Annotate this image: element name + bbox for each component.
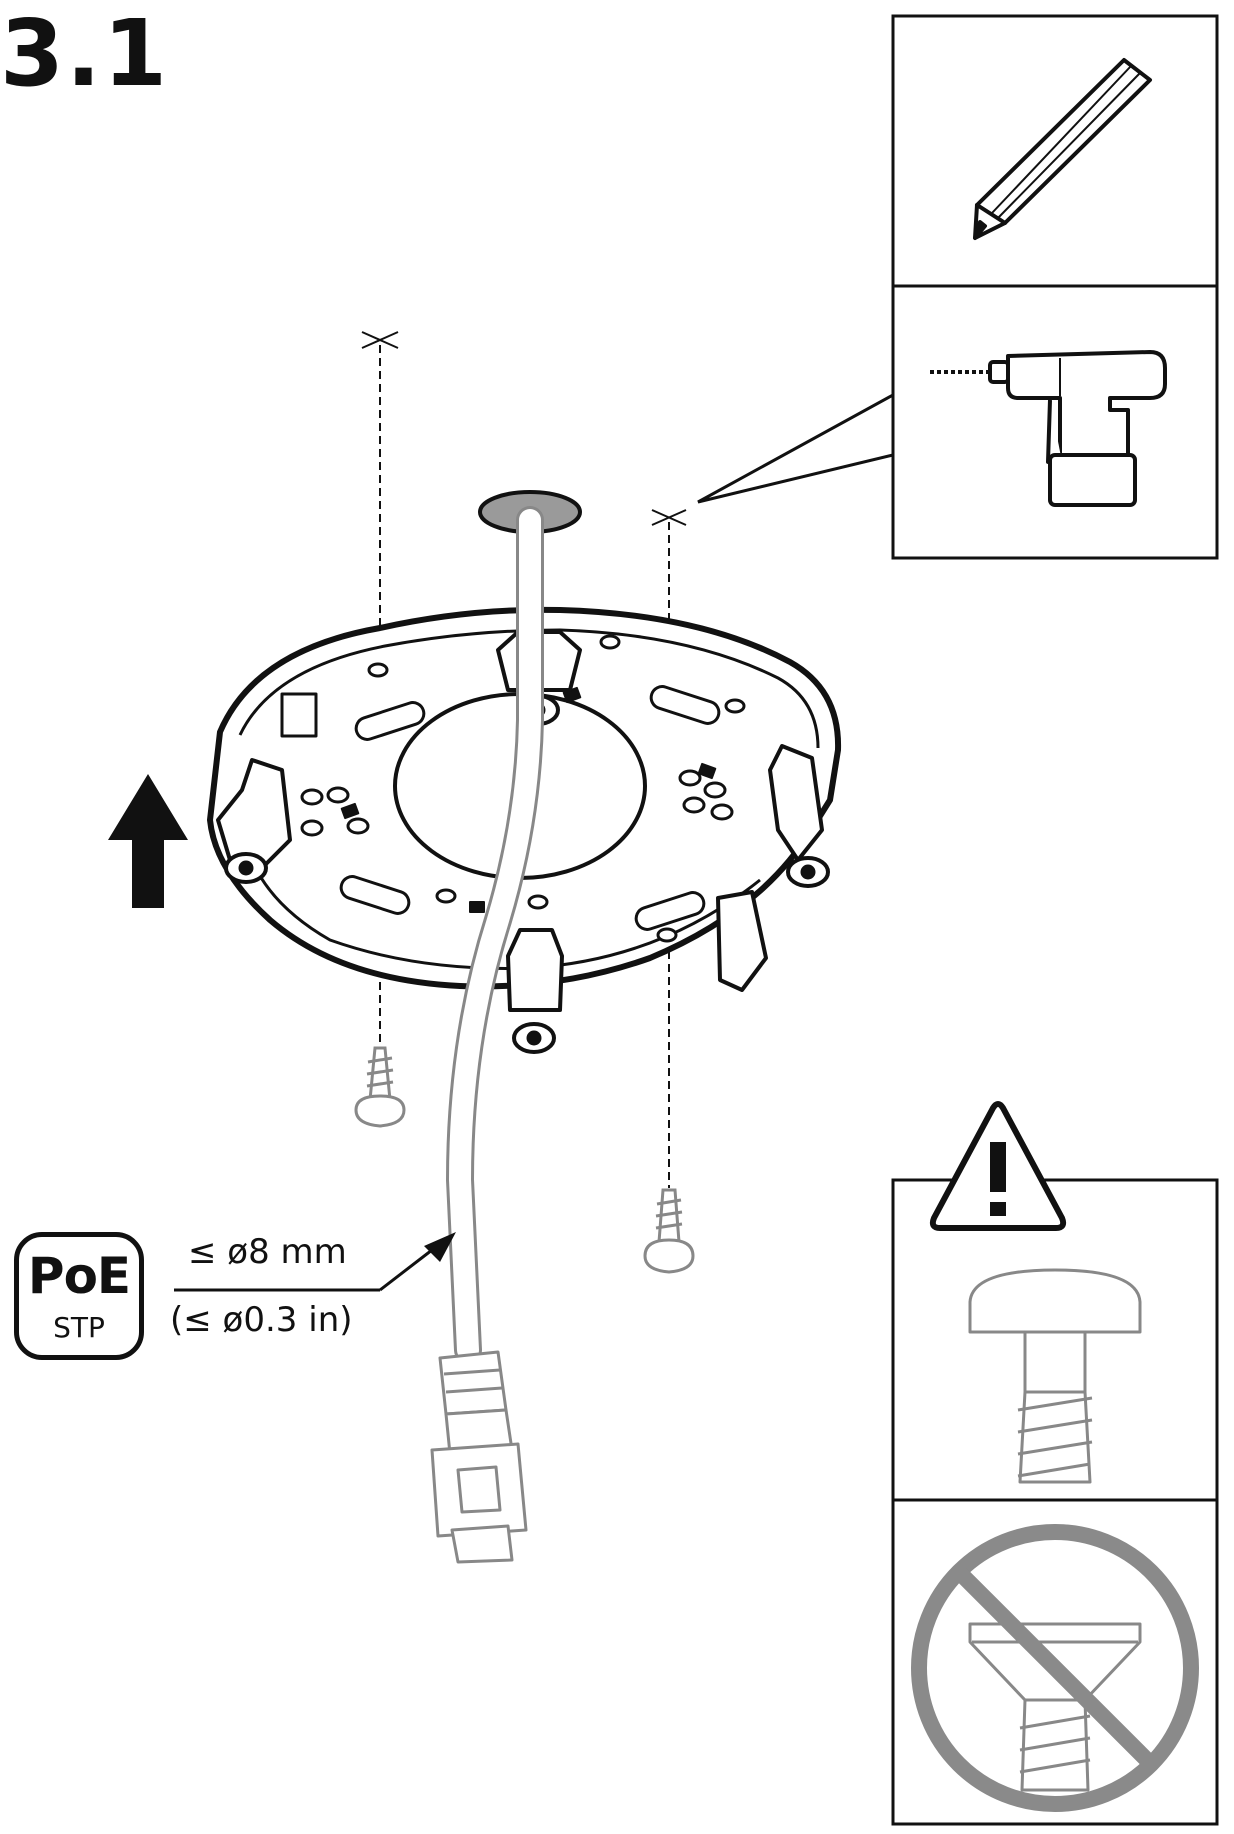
rj45-connector-icon xyxy=(430,1350,528,1564)
pan-head-screw-icon xyxy=(968,1268,1142,1484)
cable-diameter-mm: ≤ ø8 mm xyxy=(188,1232,347,1272)
screw-left-icon xyxy=(354,1046,406,1128)
cable-diameter-in: (≤ ø0.3 in) xyxy=(170,1300,353,1340)
poe-badge-main: PoE xyxy=(27,1247,131,1305)
network-cable xyxy=(445,506,544,1364)
ceiling-mark-right xyxy=(651,509,687,526)
screw-right-icon xyxy=(643,1188,695,1274)
drill-icon xyxy=(930,350,1167,507)
poe-badge-sub: STP xyxy=(53,1311,105,1344)
ceiling-mark-left xyxy=(361,331,399,349)
pencil-icon xyxy=(973,58,1152,240)
prohibited-icon xyxy=(911,1524,1199,1812)
up-arrow-icon xyxy=(108,774,188,908)
drill-callout-line xyxy=(697,393,894,504)
poe-badge: PoE STP xyxy=(14,1232,144,1360)
warning-icon xyxy=(929,1101,1067,1231)
step-number: 3.1 xyxy=(0,0,169,107)
cable-spec-arrowhead xyxy=(424,1232,456,1262)
cable-spec-leader xyxy=(174,1248,433,1292)
